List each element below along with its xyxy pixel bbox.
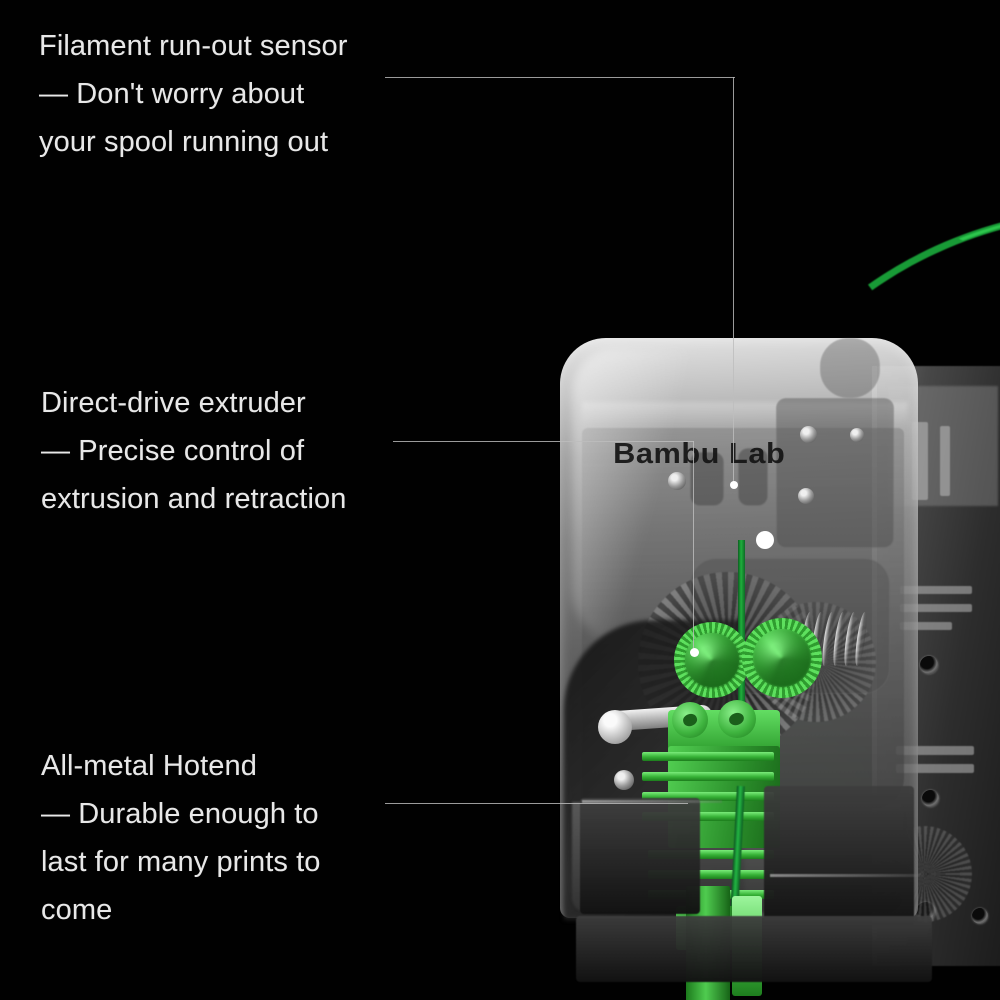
- right-slot-2: [940, 426, 950, 496]
- right-hole-2: [922, 790, 939, 807]
- leader-line-2-vertical: [693, 441, 695, 654]
- heatsink-fin-3: [642, 792, 774, 801]
- leader-line-1-horizontal: [385, 77, 735, 79]
- right-hole-4: [972, 908, 988, 924]
- callout-filament-run-out-sensor: Filament run-out sensor — Don't worry ab…: [39, 22, 348, 166]
- callout-2-line-3: come: [41, 894, 113, 926]
- heatsink-fin-6: [648, 870, 774, 879]
- callout-1-line-1: — Precise control of: [41, 435, 305, 467]
- leader-line-1-vertical: [733, 77, 735, 487]
- callout-2-line-2: last for many prints to: [41, 846, 321, 878]
- leader-line-2-horizontal: [393, 441, 694, 443]
- shell-gloss-highlight: [572, 348, 692, 648]
- heatsink-fin-5: [648, 850, 774, 859]
- leader-line-3-horizontal: [385, 803, 688, 805]
- chassis-mid-edge: [770, 874, 920, 877]
- extruder-gear-right-swirl: [753, 629, 811, 687]
- internal-bracket-2: [738, 448, 768, 506]
- internal-bracket-1: [690, 452, 724, 506]
- printer-toolhead-illustration: Bambu Lab: [520, 152, 1000, 1000]
- highlight-dot-large: [756, 531, 774, 549]
- right-slot-3: [900, 586, 972, 594]
- leader-dot-2: [690, 648, 699, 657]
- internal-bracket-3: [776, 398, 894, 548]
- screw-4: [850, 428, 864, 442]
- callout-direct-drive-extruder: Direct-drive extruder — Precise control …: [41, 379, 346, 523]
- right-slot-7: [896, 764, 974, 773]
- leader-dot-1: [730, 481, 738, 489]
- callout-1-line-2: extrusion and retraction: [41, 483, 347, 515]
- chassis-left: [580, 798, 700, 914]
- right-slot-4: [900, 604, 972, 612]
- chassis-right: [764, 786, 914, 926]
- chassis-top-edge: [582, 800, 722, 803]
- idler-lever-knob: [598, 710, 632, 744]
- right-slot-6: [896, 746, 974, 755]
- heatsink-fin-2: [642, 772, 774, 781]
- chassis-base: [576, 916, 932, 982]
- callout-1-line-0: Direct-drive extruder: [41, 387, 306, 419]
- callout-0-line-0: Filament run-out sensor: [39, 30, 348, 62]
- right-slot-5: [900, 622, 952, 630]
- hotend-mount-cylinder-left: [672, 702, 708, 738]
- callout-all-metal-hotend: All-metal Hotend — Durable enough to las…: [41, 742, 321, 934]
- heatsink-fin-1: [642, 752, 774, 761]
- brand-logo: Bambu Lab: [613, 438, 786, 470]
- heatsink-fin-4: [642, 812, 774, 821]
- screw-2: [798, 488, 814, 504]
- callout-2-line-0: All-metal Hotend: [41, 750, 257, 782]
- screw-1: [800, 426, 817, 443]
- internal-boss: [820, 338, 880, 398]
- callout-2-line-1: — Durable enough to: [41, 798, 319, 830]
- lever-pivot-screw: [614, 770, 634, 790]
- callout-0-line-1: — Don't worry about: [39, 78, 305, 110]
- callout-0-line-2: your spool running out: [39, 126, 329, 158]
- right-hole-1: [920, 656, 938, 674]
- hotend-mount-cylinder-right: [718, 700, 756, 738]
